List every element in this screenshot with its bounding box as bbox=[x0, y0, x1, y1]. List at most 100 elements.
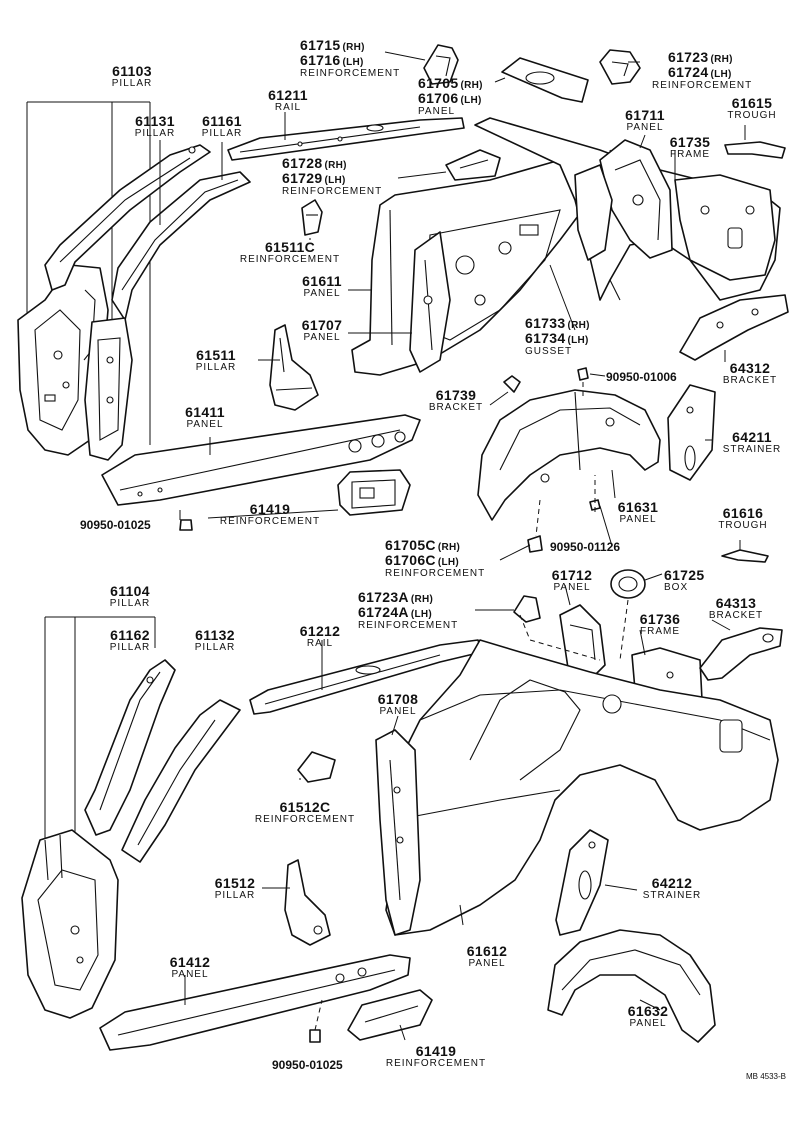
panel-61632 bbox=[547, 929, 716, 1043]
strainer-64211 bbox=[667, 384, 716, 481]
part-number: 61512C bbox=[279, 799, 331, 815]
part-number: 61716 bbox=[300, 52, 341, 68]
part-number: 61615 bbox=[731, 95, 773, 111]
callout-64212: 64212 STRAINER bbox=[643, 876, 702, 901]
fastener-code-90950-01025-bottom: 90950-01025 bbox=[272, 1058, 343, 1072]
side-suffix: (LH) bbox=[342, 57, 364, 68]
reinforcement-61419-bottom bbox=[347, 989, 433, 1041]
part-number: 61739 bbox=[435, 387, 477, 403]
side-suffix: (LH) bbox=[710, 69, 732, 80]
part-name: REINFORCEMENT bbox=[239, 254, 341, 265]
reinforcement-61728 bbox=[445, 149, 501, 181]
part-number: 61735 bbox=[669, 134, 711, 150]
pillar-61162 bbox=[84, 659, 176, 836]
part-number: 61511C bbox=[264, 239, 316, 255]
part-name: TROUGH bbox=[727, 110, 777, 121]
callout-61735: 61735 FRAME bbox=[670, 135, 710, 160]
part-number: 61616 bbox=[722, 505, 764, 521]
part-name: BRACKET bbox=[722, 375, 778, 386]
side-suffix: (RH) bbox=[460, 80, 483, 91]
part-name: REINFORCEMENT bbox=[254, 814, 356, 825]
callout-61725: 61725 BOX bbox=[664, 568, 704, 593]
dash-bottom-fastener bbox=[314, 999, 323, 1031]
part-name: PANEL bbox=[468, 958, 506, 969]
side-suffix: (RH) bbox=[410, 594, 434, 605]
fastener-code-90950-01025-top: 90950-01025 bbox=[80, 518, 151, 532]
side-suffix: (RH) bbox=[324, 160, 347, 171]
callout-61211: 61211 RAIL bbox=[268, 88, 308, 113]
callout-61707: 61707 PANEL bbox=[302, 318, 342, 343]
dash-61723A bbox=[519, 614, 601, 661]
part-number: 61712 bbox=[551, 567, 593, 583]
part-number: 61733 bbox=[525, 315, 566, 331]
callout-61711: 61711 PANEL bbox=[625, 108, 665, 133]
part-number: 61729 bbox=[282, 170, 323, 186]
part-name: REINFORCEMENT bbox=[358, 620, 459, 631]
leader-61104 bbox=[44, 616, 156, 860]
part-number: 64211 bbox=[732, 429, 772, 445]
part-name: FRAME bbox=[640, 626, 680, 637]
part-name: BRACKET bbox=[428, 402, 484, 413]
part-number: 61411 bbox=[185, 404, 225, 420]
part-name: PANEL bbox=[379, 706, 417, 717]
part-name: REINFORCEMENT bbox=[300, 68, 401, 79]
panel-61711 bbox=[599, 139, 673, 259]
part-number: 61131 bbox=[135, 113, 175, 129]
pillar-61104 bbox=[21, 829, 119, 1019]
part-name: STRAINER bbox=[642, 890, 702, 901]
part-name: RAIL bbox=[274, 102, 302, 113]
part-number: 61103 bbox=[112, 63, 152, 79]
part-number: 61611 bbox=[302, 273, 342, 289]
pillar-61512 bbox=[284, 859, 331, 946]
diagram-reference-code: MB 4533-B bbox=[745, 1072, 786, 1081]
dash-61725 bbox=[619, 599, 629, 661]
bracket-61739 bbox=[503, 375, 521, 393]
part-number: 61419 bbox=[415, 1043, 457, 1059]
panel-61708 bbox=[375, 729, 421, 936]
panel-61412 bbox=[99, 954, 411, 1051]
part-name: PANEL bbox=[619, 514, 657, 525]
part-number: 61706 bbox=[418, 90, 459, 106]
rail-61211 bbox=[227, 117, 465, 161]
part-number: 61707 bbox=[301, 317, 343, 333]
trough-61616 bbox=[721, 549, 769, 563]
side-suffix: (LH) bbox=[410, 609, 433, 620]
panel-61712 bbox=[559, 604, 606, 681]
part-name: FRAME bbox=[670, 149, 710, 160]
box-61725 bbox=[610, 569, 646, 599]
dash-61705C bbox=[535, 499, 541, 537]
callout-61611: 61611 PANEL bbox=[302, 274, 342, 299]
part-number: 61631 bbox=[617, 499, 659, 515]
side-suffix: (LH) bbox=[460, 95, 482, 106]
part-number: 61725 bbox=[664, 567, 705, 583]
callout-61132: 61132 PILLAR bbox=[195, 628, 235, 653]
fastener-code-90950-01126: 90950-01126 bbox=[550, 540, 621, 554]
frame-61735 bbox=[674, 174, 776, 281]
callout-61161: 61161 PILLAR bbox=[202, 114, 242, 139]
part-number: 61412 bbox=[169, 954, 211, 970]
fastener-code-90950-01006: 90950-01006 bbox=[606, 370, 677, 384]
callout-61631: 61631 PANEL bbox=[618, 500, 658, 525]
part-number: 61211 bbox=[268, 87, 308, 103]
side-suffix: (LH) bbox=[567, 335, 589, 346]
strainer-64212 bbox=[555, 829, 609, 936]
callout-61715-61716: 61715(RH) 61716(LH) REINFORCEMENT bbox=[300, 38, 400, 79]
callout-61131: 61131 PILLAR bbox=[135, 114, 175, 139]
panel-61631 bbox=[477, 389, 661, 521]
part-number: 61161 bbox=[202, 113, 242, 129]
callout-61723A-61724A: 61723A(RH) 61724A(LH) REINFORCEMENT bbox=[358, 590, 458, 631]
side-suffix: (RH) bbox=[342, 42, 365, 53]
reinforcement-61512C bbox=[297, 751, 336, 783]
part-name: BOX bbox=[664, 582, 689, 593]
part-number: 61511 bbox=[196, 347, 236, 363]
part-number: 61132 bbox=[195, 627, 235, 643]
part-name: REINFORCEMENT bbox=[652, 80, 753, 91]
callout-61723-61724: 61723(RH) 61724(LH) REINFORCEMENT bbox=[652, 50, 752, 91]
part-name: PILLAR bbox=[201, 128, 243, 139]
part-name: GUSSET bbox=[525, 346, 573, 357]
part-number: 61705 bbox=[418, 75, 459, 91]
part-name: PILLAR bbox=[194, 642, 236, 653]
part-number: 61724A bbox=[358, 604, 409, 620]
